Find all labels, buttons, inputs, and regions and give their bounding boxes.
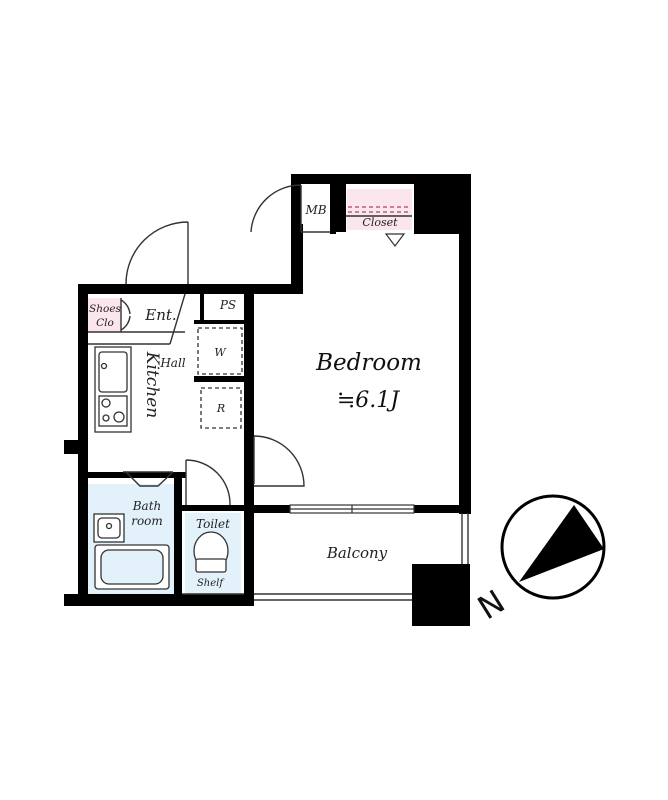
- entrance-label: Ent.: [144, 306, 176, 324]
- ps-label: PS: [219, 298, 236, 312]
- closet: [347, 189, 412, 230]
- bathroom-label-2: room: [131, 514, 163, 528]
- kitchen-label: Kitchen: [142, 351, 162, 418]
- closet-label: Closet: [362, 216, 398, 229]
- bedroom-size: ≒6.1J: [337, 388, 400, 413]
- mb-label: MB: [304, 203, 326, 217]
- shelf-label: Shelf: [197, 578, 225, 589]
- closet-door-marker: [384, 233, 406, 247]
- washer-label: W: [214, 346, 227, 359]
- compass-north-label: N: [471, 582, 511, 627]
- bathroom-fixtures: [93, 513, 170, 590]
- appliance-spaces: [197, 327, 243, 429]
- bedroom-label: Bedroom: [315, 350, 422, 376]
- kitchen-counter: [94, 346, 132, 433]
- balcony-label: Balcony: [326, 544, 388, 562]
- toilet-label: Toilet: [196, 517, 230, 531]
- compass: [500, 494, 606, 600]
- shoes-closet: [88, 298, 121, 332]
- toilet-fixture: [193, 531, 229, 573]
- partitions: [88, 215, 469, 601]
- hall-label: Hall: [159, 356, 185, 370]
- shoes-closet-label-2: Clo: [96, 317, 114, 329]
- walls: [64, 174, 471, 626]
- compass-needle: [519, 505, 604, 582]
- bathroom-label-1: Bath: [132, 499, 162, 513]
- shoes-closet-label-1: Shoes: [89, 303, 121, 315]
- fridge-label: R: [216, 402, 225, 415]
- doors: [120, 184, 305, 506]
- closet-rail: [348, 206, 410, 213]
- balcony-window: [289, 504, 415, 514]
